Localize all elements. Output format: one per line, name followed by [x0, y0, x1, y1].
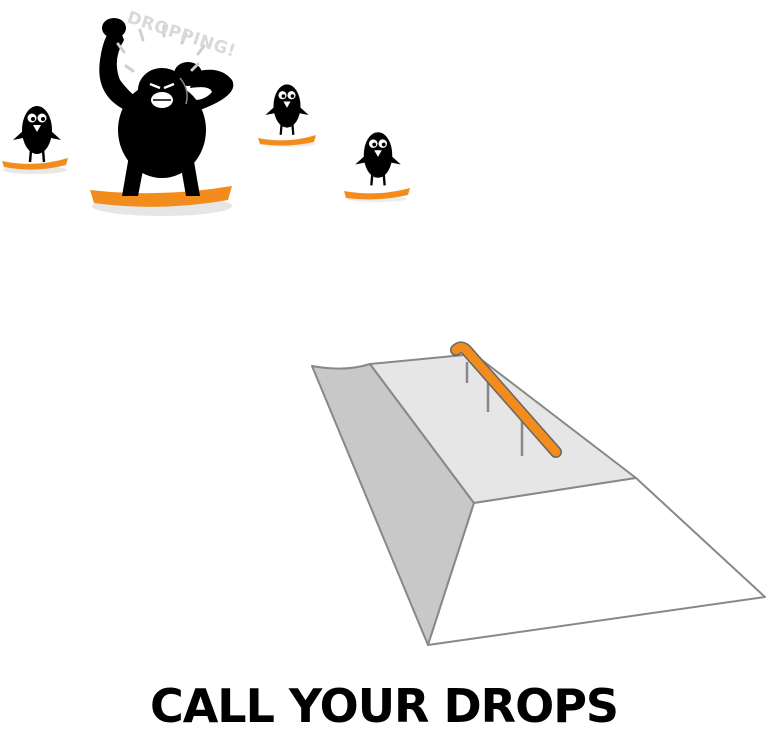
jump-box-with-rail-icon: [311, 341, 766, 646]
crow-snowboarder-right: [344, 131, 410, 202]
crow-snowboarder-left: [2, 104, 68, 174]
crow-snowboarder-middle: [258, 83, 316, 147]
gorilla-snowboarder-icon: [90, 18, 234, 216]
page-title: CALL YOUR DROPS: [149, 679, 619, 733]
